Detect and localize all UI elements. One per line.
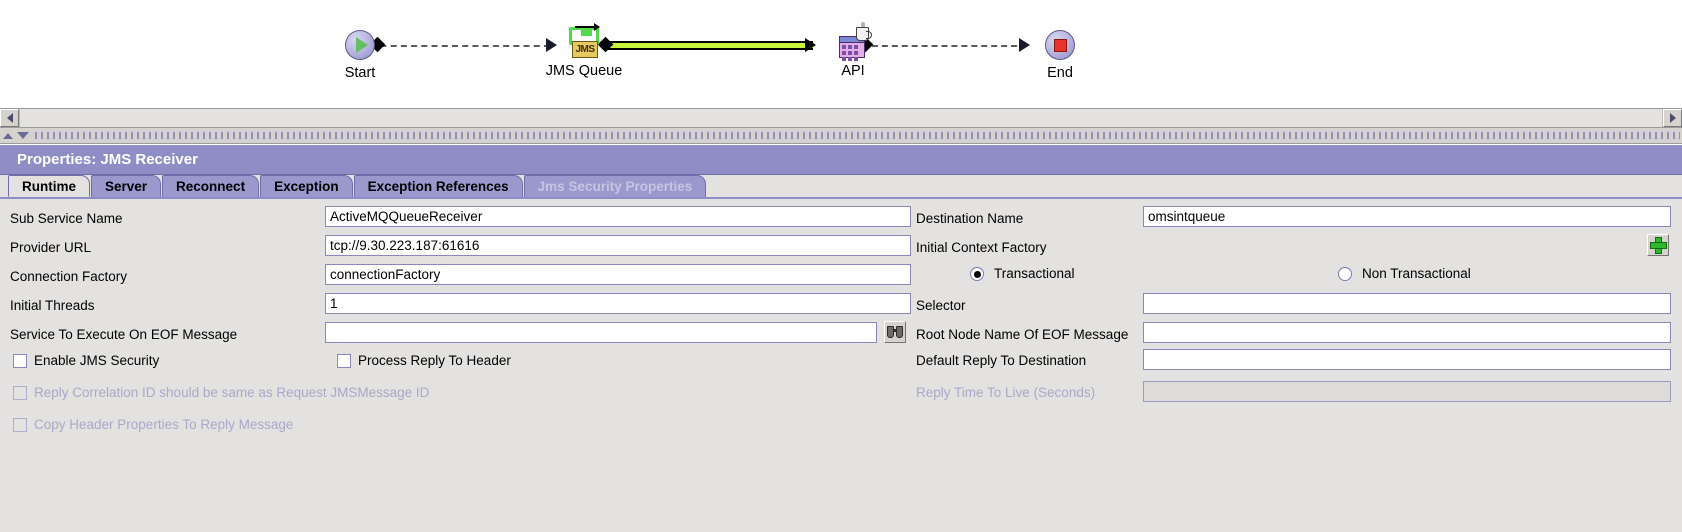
radio-non-transactional[interactable] [1338, 267, 1352, 281]
diagram-node-start[interactable]: Start [318, 28, 402, 81]
properties-panel-title: Properties: JMS Receiver [0, 145, 1682, 175]
checkbox-enable-jms-security[interactable] [13, 354, 27, 368]
diagram-node-label-end: End [1047, 65, 1073, 81]
label-reply-time-to-live: Reply Time To Live (Seconds) [916, 385, 1096, 400]
label-non-transactional: Non Transactional [1362, 266, 1471, 281]
label-initial-threads: Initial Threads [10, 298, 95, 313]
input-default-reply-to-destination[interactable] [1143, 349, 1671, 370]
label-selector: Selector [916, 298, 966, 313]
scroll-right-button[interactable] [1663, 109, 1682, 127]
splitter-grip[interactable] [35, 131, 1680, 140]
flow-diagram-canvas[interactable]: Start JMS JMS Queue [0, 0, 1682, 108]
form-row-initial-threads: Initial Threads 1 Selector [0, 292, 1682, 321]
label-provider-url: Provider URL [10, 240, 92, 255]
label-transactional: Transactional [994, 266, 1075, 281]
label-destination-name: Destination Name [916, 211, 1024, 226]
connector-api-to-end[interactable] [862, 45, 1027, 47]
form-row-service-to-execute-on-eof: Service To Execute On EOF Message Root N… [0, 321, 1682, 350]
checkbox-copy-header-properties [13, 418, 27, 432]
scroll-left-button[interactable] [0, 109, 19, 127]
tab-jms-security-properties: Jms Security Properties [523, 175, 707, 197]
collapse-up-icon[interactable] [3, 132, 13, 139]
chevron-right-icon [1669, 113, 1676, 123]
diagram-node-api[interactable]: API [810, 22, 896, 79]
diagram-node-jms-queue[interactable]: JMS JMS Queue [539, 23, 629, 79]
panel-splitter[interactable] [0, 128, 1682, 144]
label-connection-factory: Connection Factory [10, 269, 128, 284]
tab-reconnect[interactable]: Reconnect [162, 175, 260, 197]
diagram-node-end[interactable]: End [1018, 28, 1102, 81]
diagram-node-label-jms-queue: JMS Queue [545, 63, 623, 79]
runtime-form: Sub Service Name ActiveMQQueueReceiver D… [0, 199, 1682, 446]
tab-exception[interactable]: Exception [260, 175, 353, 197]
scrollbar-track[interactable] [19, 109, 1663, 127]
input-sub-service-name[interactable]: ActiveMQQueueReceiver [325, 206, 911, 227]
connector-arrow-to-end [1019, 38, 1030, 52]
label-copy-header-properties: Copy Header Properties To Reply Message [34, 417, 294, 432]
add-initial-context-factory-button[interactable] [1647, 234, 1669, 256]
browse-binoculars-icon [887, 326, 903, 338]
form-row-provider-url: Provider URL tcp://9.30.223.187:61616 In… [0, 234, 1682, 263]
properties-tab-bar: Runtime Server Reconnect Exception Excep… [0, 175, 1682, 199]
connector-start-to-jms-queue[interactable] [360, 45, 550, 47]
label-service-to-execute-on-eof-message: Service To Execute On EOF Message [10, 327, 238, 342]
add-plus-icon [1649, 236, 1667, 254]
label-reply-correlation-id: Reply Correlation ID should be same as R… [34, 385, 430, 400]
chevron-left-icon [6, 113, 13, 123]
tab-server[interactable]: Server [91, 175, 162, 197]
properties-panel: Properties: JMS Receiver Runtime Server … [0, 145, 1682, 532]
diagram-node-label-api: API [841, 63, 865, 79]
input-destination-name[interactable]: omsintqueue [1143, 206, 1671, 227]
connector-arrow-to-jms-queue [546, 38, 557, 52]
label-enable-jms-security: Enable JMS Security [34, 353, 160, 368]
label-process-reply-to-header: Process Reply To Header [358, 353, 511, 368]
input-reply-time-to-live [1143, 381, 1671, 402]
input-connection-factory[interactable]: connectionFactory [325, 264, 911, 285]
form-row-sub-service-name: Sub Service Name ActiveMQQueueReceiver D… [0, 205, 1682, 234]
collapse-down-icon[interactable] [17, 132, 29, 139]
tab-exception-references[interactable]: Exception References [353, 175, 523, 197]
radio-transactional[interactable] [970, 267, 984, 281]
input-root-node-name-of-eof-message[interactable] [1143, 322, 1671, 343]
label-root-node-name-of-eof-message: Root Node Name Of EOF Message [916, 327, 1129, 342]
connector-jms-queue-to-api[interactable] [608, 41, 813, 50]
input-provider-url[interactable]: tcp://9.30.223.187:61616 [325, 235, 911, 256]
api-java-icon [810, 22, 896, 61]
label-initial-context-factory: Initial Context Factory [916, 240, 1047, 255]
input-initial-threads[interactable]: 1 [325, 293, 911, 314]
input-selector[interactable] [1143, 293, 1671, 314]
connector-arrow-to-api [805, 38, 816, 52]
checkbox-process-reply-to-header[interactable] [337, 354, 351, 368]
form-row-checkboxes-2: Reply Correlation ID should be same as R… [0, 381, 1682, 414]
input-service-to-execute-on-eof-message[interactable] [325, 322, 877, 343]
end-stop-icon [1018, 28, 1102, 62]
tab-runtime[interactable]: Runtime [8, 175, 90, 197]
browse-service-button[interactable] [884, 321, 906, 343]
canvas-horizontal-scrollbar[interactable] [0, 108, 1682, 128]
label-default-reply-to-destination: Default Reply To Destination [916, 353, 1087, 368]
jms-queue-icon: JMS [539, 23, 629, 60]
form-row-checkboxes-3: Copy Header Properties To Reply Message [0, 414, 1682, 446]
start-play-icon [318, 28, 402, 62]
form-row-checkboxes-1: Enable JMS Security Process Reply To Hea… [0, 349, 1682, 382]
form-row-connection-factory: Connection Factory connectionFactory Tra… [0, 263, 1682, 292]
label-sub-service-name: Sub Service Name [10, 211, 123, 226]
diagram-node-label-start: Start [344, 65, 376, 81]
checkbox-reply-correlation-id [13, 386, 27, 400]
